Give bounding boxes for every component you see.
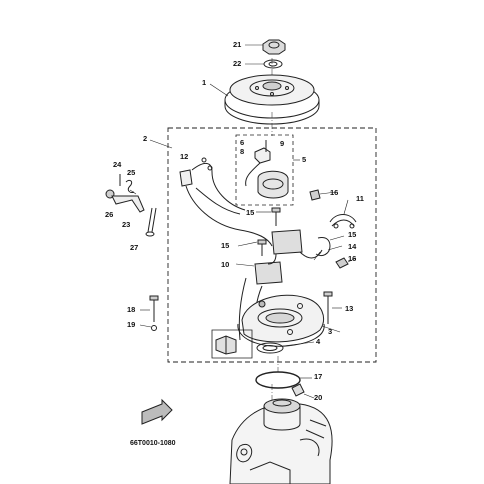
inset-detail [211, 329, 253, 359]
callout-13: 13 [345, 304, 354, 313]
bolt-parts [313, 251, 342, 324]
callout-20: 20 [314, 393, 323, 402]
callout-27: 27 [130, 243, 139, 252]
callout-2: 2 [143, 134, 148, 143]
callout-16-bottom: 16 [348, 254, 357, 263]
part-catalog-code: 66T0010-1080 [130, 440, 176, 447]
callout-10: 10 [221, 260, 230, 269]
callout-15-c: 15 [221, 241, 230, 250]
callout-4: 4 [316, 337, 321, 346]
callout-3: 3 [328, 327, 333, 336]
washer-part [245, 59, 283, 69]
ground-lead-part [329, 199, 357, 229]
bracket-20-part [291, 383, 315, 399]
leader-2 [149, 139, 173, 149]
callout-19: 19 [127, 320, 136, 329]
fwd-arrow-icon [141, 398, 173, 425]
callout-5: 5 [302, 155, 307, 164]
callout-26: 26 [105, 210, 114, 219]
retainer-ring-part [256, 341, 315, 354]
callout-25: 25 [127, 168, 136, 177]
power-head-part [229, 398, 333, 484]
callout-12: 12 [180, 152, 189, 161]
callout-22: 22 [233, 59, 242, 68]
stator-base-plate [237, 294, 341, 347]
callout-9: 9 [280, 139, 285, 148]
callout-21: 21 [233, 40, 242, 49]
callout-6: 6 [240, 138, 245, 147]
charge-coil-harness [179, 157, 331, 341]
callout-18: 18 [127, 305, 136, 314]
callout-15-b: 15 [348, 230, 357, 239]
bolt-18-19 [139, 295, 159, 331]
callout-24: 24 [113, 160, 122, 169]
callout-1: 1 [202, 78, 207, 87]
callout-17: 17 [314, 372, 323, 381]
flywheel-part [209, 74, 320, 125]
assembly-outline [167, 127, 377, 363]
callout-11: 11 [356, 194, 364, 203]
o-ring-part [255, 371, 312, 389]
pulser-coil-group [235, 134, 300, 206]
callout-15-a: 15 [246, 208, 255, 217]
callout-14: 14 [348, 242, 357, 251]
throttle-link-parts [105, 174, 157, 237]
screw-parts [237, 189, 357, 269]
callout-16-top: 16 [330, 188, 339, 197]
alignment-lines [271, 58, 279, 400]
callout-23: 23 [122, 220, 131, 229]
nut-part [245, 39, 286, 55]
callout-8: 8 [240, 147, 245, 156]
